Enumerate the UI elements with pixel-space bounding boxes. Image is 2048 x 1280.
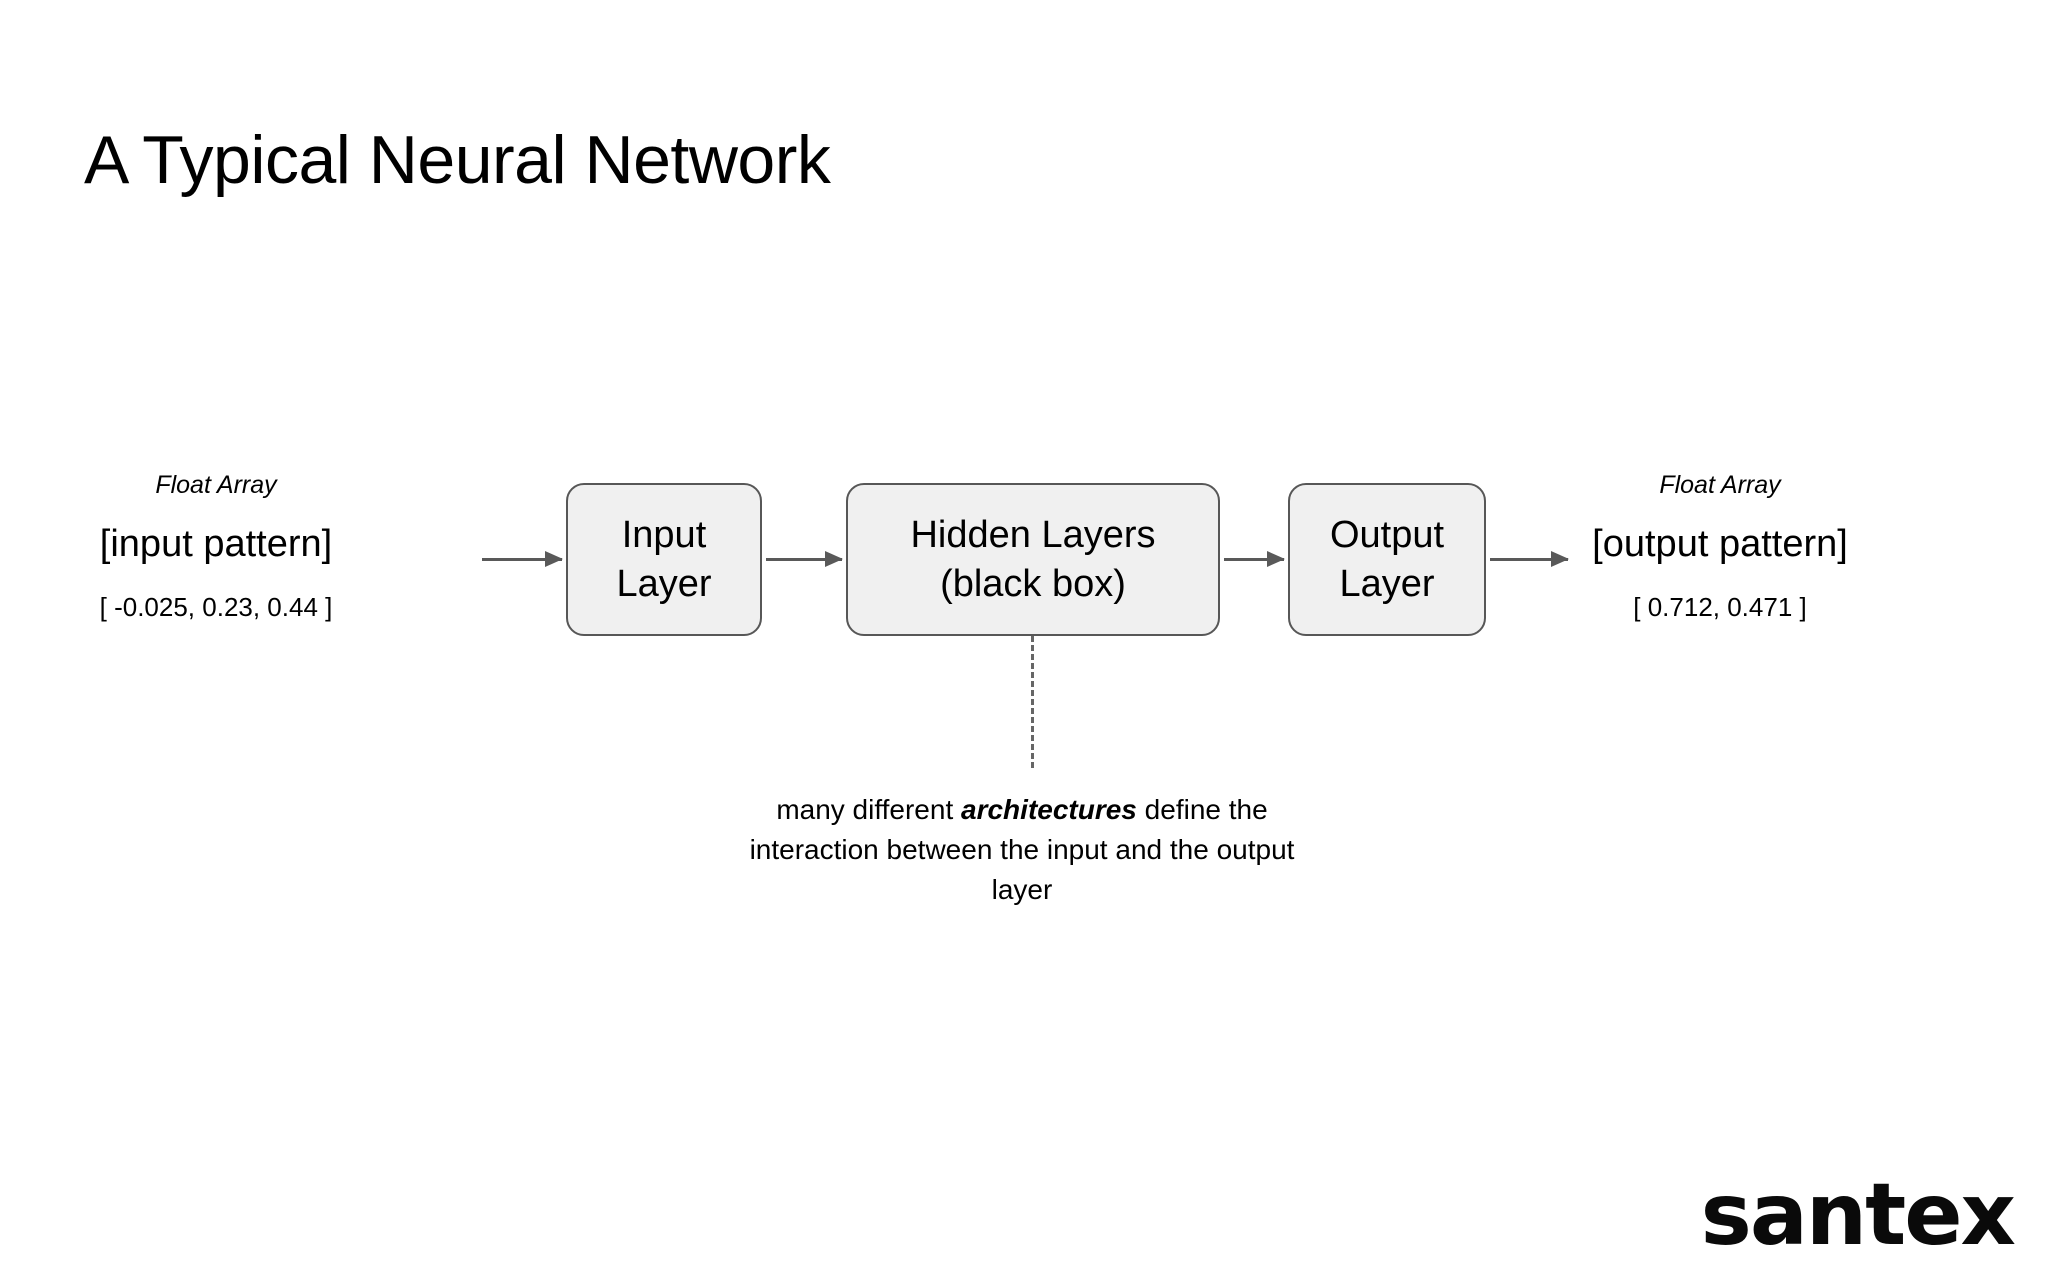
arrow-input-layer-to-hidden-layers (766, 551, 843, 567)
caption-emphasis-architectures: architectures (961, 794, 1137, 825)
output-float-array-label: Float Array (1659, 471, 1781, 499)
input-float-array-label: Float Array (155, 471, 277, 499)
caption-text-after: define the interaction between the input… (749, 794, 1295, 905)
output-layer-box[interactable]: Output Layer (1288, 483, 1486, 636)
arrow-output-layer-to-output (1490, 551, 1569, 567)
page-title: A Typical Neural Network (84, 122, 831, 198)
arrow-hidden-layers-to-output-layer (1224, 551, 1285, 567)
architecture-caption: many different architectures define the … (717, 790, 1327, 909)
output-values-label: [ 0.712, 0.471 ] (1633, 591, 1807, 622)
input-layer-box[interactable]: Input Layer (566, 483, 762, 636)
hidden-layers-box[interactable]: Hidden Layers (black box) (846, 483, 1220, 636)
output-pattern-label: [output pattern] (1592, 523, 1848, 565)
santex-logo: santex (1700, 1165, 2016, 1265)
caption-text-before: many different (776, 794, 962, 825)
arrow-input-to-input-layer (482, 551, 563, 567)
input-pattern-block: Float Array [input pattern] [ -0.025, 0.… (26, 470, 406, 623)
output-pattern-block: Float Array [output pattern] [ 0.712, 0.… (1530, 470, 1910, 623)
input-values-label: [ -0.025, 0.23, 0.44 ] (99, 591, 333, 622)
input-pattern-label: [input pattern] (99, 523, 333, 565)
dashed-callout-line (1031, 636, 1034, 768)
